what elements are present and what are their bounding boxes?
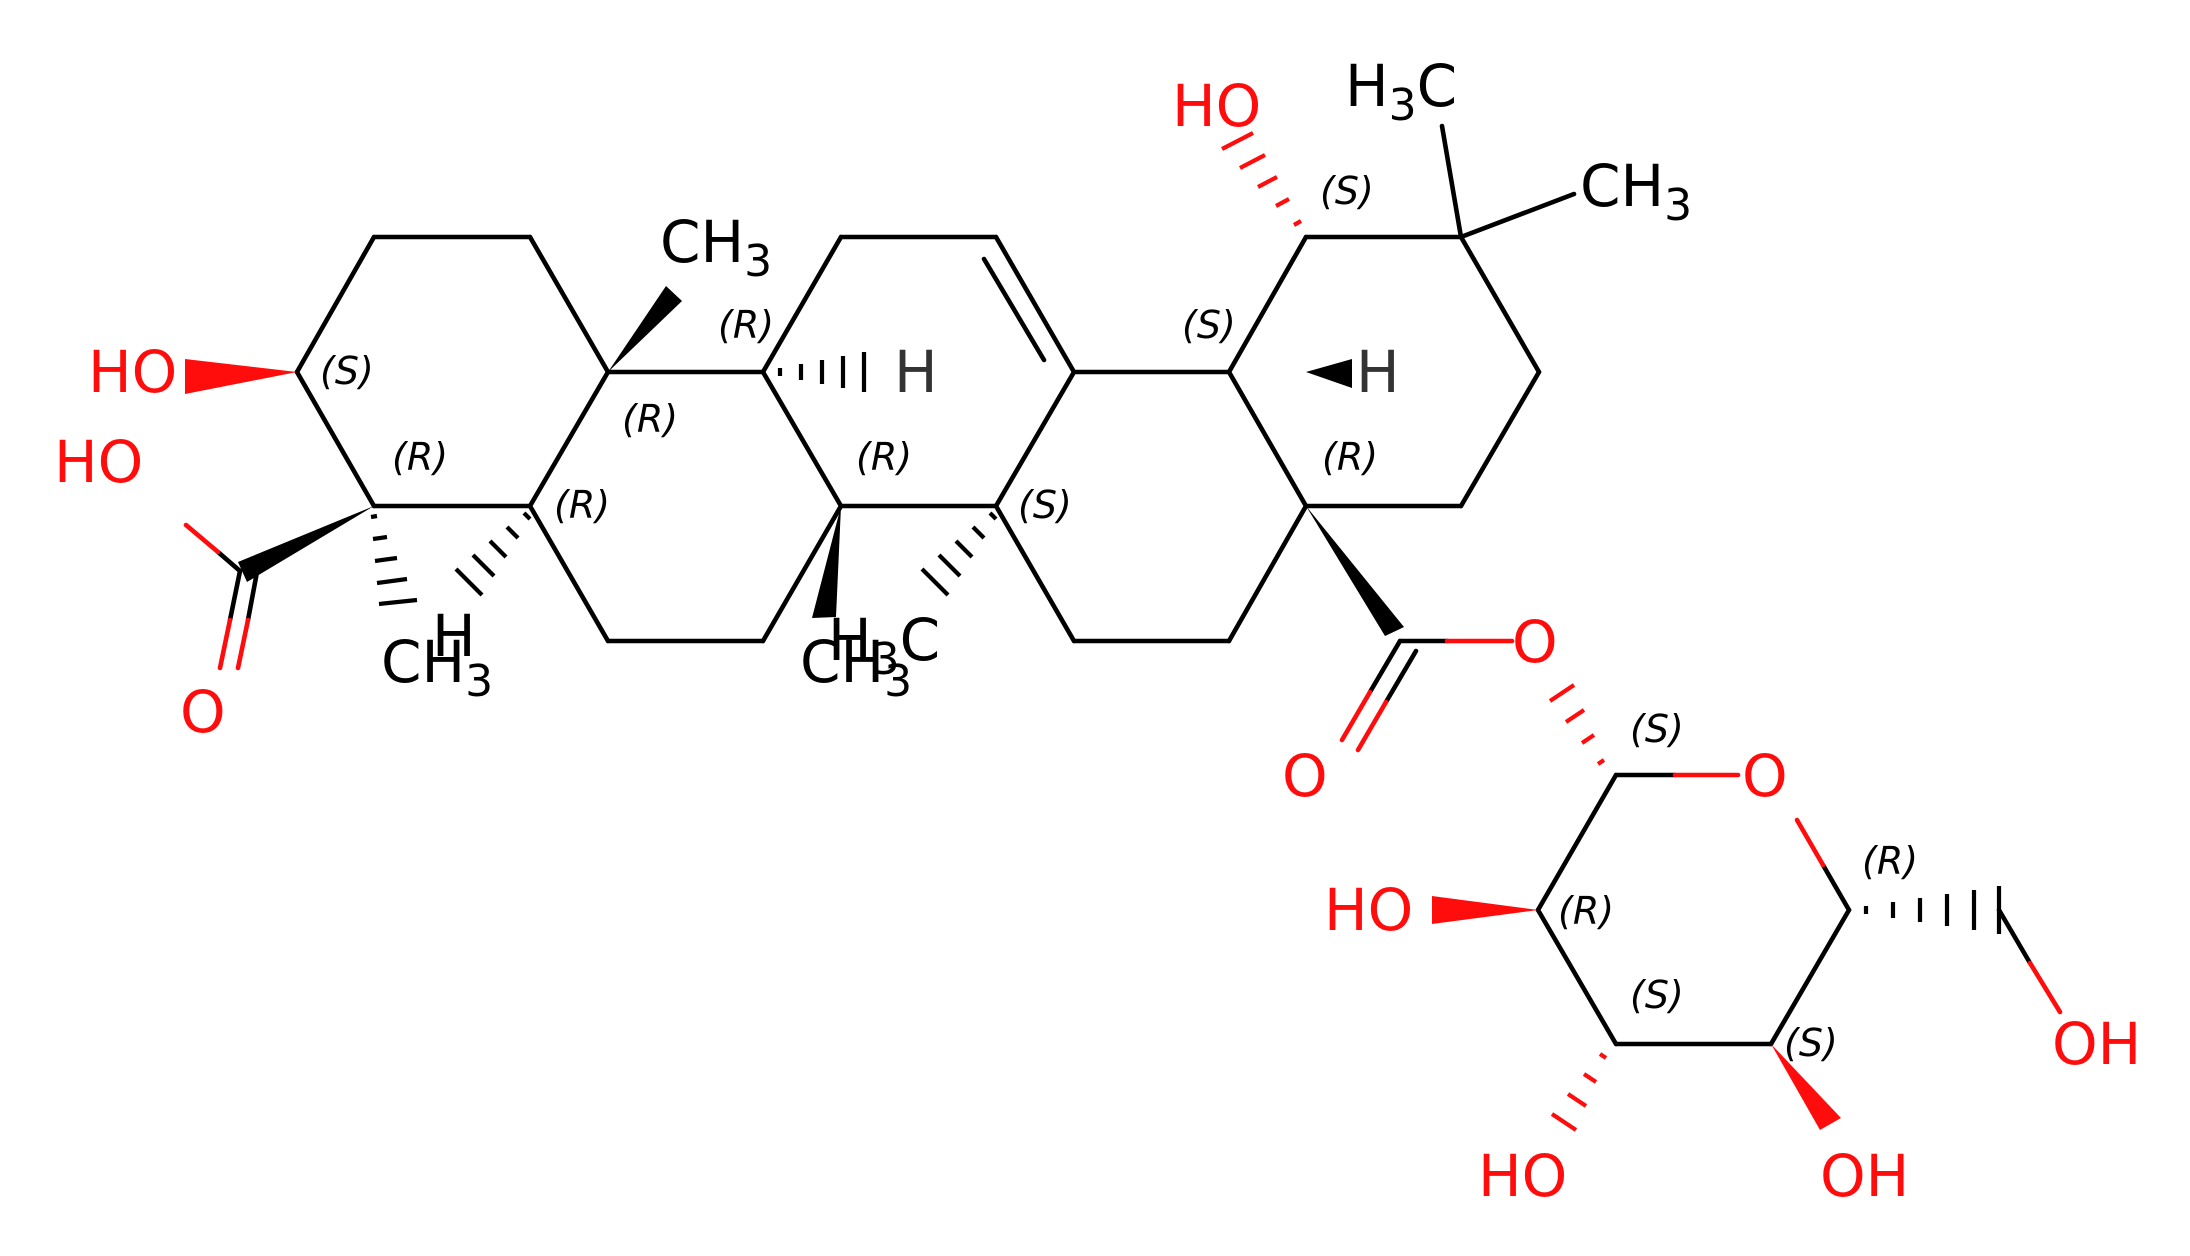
stereo-c8: (R) <box>856 435 912 479</box>
label-o-ester-carbonyl: O <box>1282 742 1328 810</box>
stereo-c3: (S) <box>320 349 374 393</box>
label-h-c9: H <box>894 338 938 406</box>
label-ho-c4p: OH <box>1820 1142 1909 1210</box>
label-ho-c3p: HO <box>1478 1142 1567 1210</box>
label-h3c-c14: H3C <box>828 606 940 685</box>
stereo-c19: (S) <box>1320 169 1374 213</box>
stereo-c1p: (S) <box>1630 707 1684 751</box>
label-o-ring: O <box>1742 742 1788 810</box>
label-ho-c19: HO <box>1172 72 1261 140</box>
stereo-c18: (S) <box>1182 303 1236 347</box>
atom-labels: HO HO O CH3 H CH3 CH3 H3C H H HO H3C CH3… <box>54 52 2141 1210</box>
hashed-bonds <box>370 131 2002 1132</box>
label-h3c-top: H3C <box>1345 52 1457 131</box>
label-ch3-c20: CH3 <box>1580 152 1692 231</box>
label-o-ester: O <box>1512 608 1558 676</box>
label-ch3-c4: CH3 <box>381 628 493 707</box>
stereo-c5p: (R) <box>1862 839 1918 883</box>
label-h-c5: H <box>432 602 476 670</box>
skeleton-bonds <box>215 123 2033 1047</box>
stereo-c9: (R) <box>718 303 774 347</box>
stereo-c4p: (S) <box>1784 1021 1838 1065</box>
label-ho-c3: HO <box>88 338 177 406</box>
stereo-c5: (R) <box>554 483 610 527</box>
stereo-c10: (R) <box>622 397 678 441</box>
stereo-c17: (R) <box>1322 435 1378 479</box>
stereo-c14: (S) <box>1018 483 1072 527</box>
label-h-c18: H <box>1356 338 1400 406</box>
stereo-c4: (R) <box>392 435 448 479</box>
stereo-c2p: (R) <box>1558 889 1614 933</box>
wedge-bonds <box>185 286 1841 1130</box>
label-ch3-c8: CH3 <box>800 628 912 707</box>
hetero-bonds <box>183 522 2063 1015</box>
stereo-descriptors: (S) (R) (R) (R) (R) (R) (S) (S) (R) (S) … <box>320 169 1918 1065</box>
label-ho-acid: HO <box>54 428 143 496</box>
label-ho-c2p: HO <box>1324 876 1413 944</box>
label-ch3-c10: CH3 <box>660 208 772 287</box>
stereo-c3p: (S) <box>1630 973 1684 1017</box>
label-o-acid-carbonyl: O <box>180 678 226 746</box>
label-ho-c6p: OH <box>2052 1010 2141 1078</box>
